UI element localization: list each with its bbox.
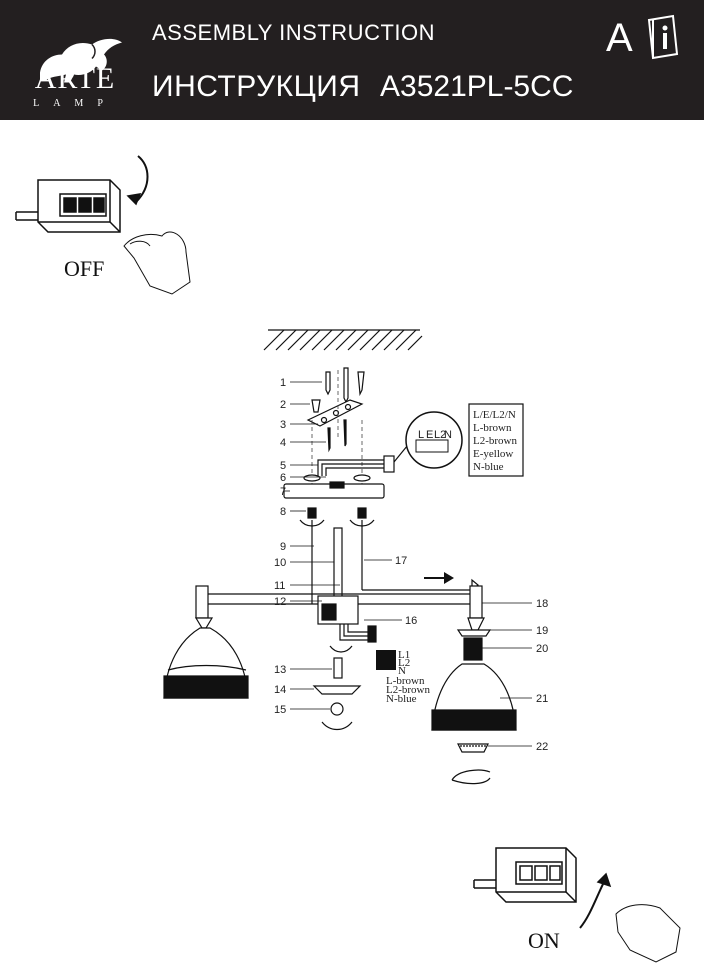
terminal-label-n: N [444,429,452,441]
legend-line-3: L2-brown [473,435,517,447]
callout-3: 3 [280,419,286,431]
model-number: A3521PL-5CC [380,70,574,103]
callout-22: 22 [536,741,548,753]
wire-label-n: N [398,665,406,677]
header-bar: ARTE LAMP ASSEMBLY INSTRUCTION ИНСТРУКЦИ… [0,0,704,120]
callouts-left [284,381,340,710]
legend-line-5: N-blue [473,461,504,473]
brand-subtitle: LAMP [33,98,117,109]
wire-label-l1: L1 [398,649,410,661]
callout-6: 6 [280,472,286,484]
info-book-icon [647,14,679,60]
callout-17: 17 [395,555,407,567]
callout-21: 21 [536,693,548,705]
terminal-label-l2: L2 [434,429,446,441]
callout-18: 18 [536,598,548,610]
wiring-legend: L/E/L2/N L-brown L2-brown E-yellow N-blu… [468,403,524,477]
callout-13: 13 [274,664,286,676]
brand-name: ARTE [34,62,116,95]
callout-2: 2 [280,399,286,411]
mounting-hardware [306,367,365,453]
switch-off-label: OFF [64,256,105,281]
switch-on-label: ON [528,928,560,953]
title-russian: ИНСТРУКЦИЯ [152,70,361,103]
assembly-diagram: L E L2 N L/E/L2/N L-brown L2-brown E-yel… [15,155,681,963]
callout-5: 5 [280,460,286,472]
legend-line-4: E-yellow [473,448,513,460]
legend-line-2: L-brown [473,422,512,434]
callout-7: 7 [280,486,286,498]
callout-14: 14 [274,684,286,696]
ceiling-hatch [263,329,423,351]
callout-19: 19 [536,625,548,637]
wires-to-terminal [317,439,413,476]
section-letter: A [606,16,633,60]
bottom-finial-parts [312,645,362,731]
callout-16: 16 [405,615,417,627]
guide-lines [311,370,363,490]
left-lamp-shade [163,617,249,699]
callout-1: 1 [280,377,286,389]
right-lamp-parts [431,617,517,785]
callout-8: 8 [280,506,286,518]
lion-logo-icon [40,38,122,83]
terminal-block-zoom: L E L2 N [405,411,463,469]
switch-off-illustration [15,155,191,295]
bottom-wiring-labels: L1 L2 N L-brown L2-brown N-blue [376,649,430,705]
callout-11: 11 [274,580,285,592]
canopy-plate [283,474,385,527]
callout-9: 9 [280,541,286,553]
wire-label-l2-brown: L2-brown [386,684,430,696]
callout-10: 10 [274,557,286,569]
terminal-label-e: E [426,429,433,441]
callout-20: 20 [536,643,548,655]
lower-wires [339,624,377,643]
callouts-right [364,559,532,747]
wire-label-l-brown: L-brown [386,675,425,687]
title-english: ASSEMBLY INSTRUCTION [152,20,436,45]
wire-label-l2: L2 [398,657,410,669]
wire-label-n-blue: N-blue [386,693,417,705]
callout-15: 15 [274,704,286,716]
direction-arrow-right [424,572,454,584]
terminal-label-l: L [418,429,424,441]
callout-12: 12 [274,596,286,608]
legend-line-1: L/E/L2/N [473,409,516,421]
crossbar-arm [195,585,483,625]
switch-on-illustration [473,847,681,963]
callout-4: 4 [280,437,286,449]
